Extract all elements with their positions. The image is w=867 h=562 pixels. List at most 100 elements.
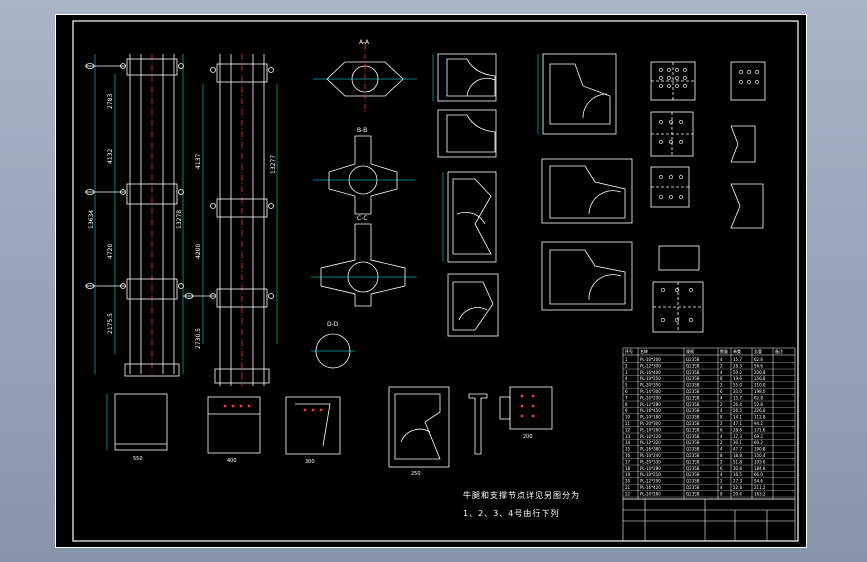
section-label-c: C-C: [357, 215, 368, 222]
bom-cell: 13: [625, 434, 631, 439]
bom-cell: 50.2: [733, 370, 742, 375]
bom-cell: 54.6: [754, 479, 763, 484]
title-block: [622, 498, 796, 542]
bom-cell: 8: [625, 402, 628, 407]
bom-cell: 69.2: [754, 434, 763, 439]
bom-cell: 17: [625, 459, 631, 464]
bolt-holes-grid: [659, 68, 759, 322]
bom-cell: 19.6: [733, 376, 742, 381]
dim-left-4: 4720: [107, 244, 114, 259]
section-label-b: B-B: [357, 127, 367, 134]
bom-cell: 2: [720, 440, 723, 445]
dim-left-2: 4132: [107, 149, 114, 164]
bom-cell: 51.8: [733, 459, 742, 464]
bom-cell: 16: [625, 453, 631, 458]
bom-cell: Q235B: [686, 440, 700, 445]
bom-cell: 16.5: [733, 472, 742, 477]
bom-cell: PL-20*300: [640, 421, 661, 426]
bom-cell: Q235B: [686, 485, 700, 490]
bom-cell: 4: [720, 408, 723, 413]
bom-cell: 211.2: [754, 485, 766, 490]
bom-cell: 156.8: [754, 376, 766, 381]
bom-cell: PL-16*400: [640, 370, 661, 375]
bom-cell: PL-12*290: [640, 479, 661, 484]
bom-cell: 4: [720, 434, 723, 439]
bom-cell: 18.8: [733, 453, 742, 458]
bom-cell: Q235B: [686, 415, 700, 420]
bom-cell: 19: [625, 472, 631, 477]
bom-cell: Q235B: [686, 363, 700, 368]
dim-left-1: 2783: [107, 94, 114, 109]
bom-cell: Q235B: [686, 427, 700, 432]
bom-cell: Q235B: [686, 402, 700, 407]
bom-cell: Q235B: [686, 453, 700, 458]
bom-cell: 103.6: [754, 459, 766, 464]
bom-cell: PL-20*330: [640, 459, 661, 464]
bom-cell: 4: [720, 447, 723, 452]
dim-right-1: 4137: [195, 154, 202, 169]
detail-dim-1: 550: [133, 456, 143, 462]
bom-header-cell: 总重: [754, 348, 762, 354]
bom-cell: 66.0: [754, 472, 763, 477]
section-label-a: A-A: [359, 39, 370, 46]
bom-cell: PL-14*280: [640, 466, 661, 471]
dim-right-total: 13277: [270, 155, 277, 174]
bom-cell: Q235B: [686, 447, 700, 452]
bom-cell: 33.0: [733, 389, 742, 394]
bom-cell: 26.4: [733, 402, 742, 407]
bom-cell: 226.0: [754, 408, 766, 413]
bom-cell: 2: [720, 421, 723, 426]
bom-cell: PL-16*380: [640, 447, 661, 452]
bom-cell: 8: [720, 453, 723, 458]
bom-cell: 1: [625, 357, 628, 362]
bottom-details: [106, 386, 553, 468]
bom-cell: Q235B: [686, 491, 700, 496]
bom-cell: Q235B: [686, 472, 700, 477]
bom-cell: PL-10*200: [640, 357, 661, 362]
bom-cell: 2: [625, 363, 628, 368]
bom-cell: 4: [720, 370, 723, 375]
bom-cell: 2: [720, 383, 723, 388]
bom-cell: 27.3: [733, 479, 742, 484]
bom-cell: PL-10*240: [640, 453, 661, 458]
detail-dim-5: 200: [523, 434, 533, 440]
bom-cell: 14: [625, 440, 631, 445]
bom-cell: PL-10*180: [640, 415, 661, 420]
drawing-sheet: 2783 4132 13634 4720 2175.5 13278 4137 4…: [55, 14, 807, 548]
bom-header-cell: 单重: [733, 348, 741, 354]
bom-cell: 21: [625, 485, 631, 490]
bom-cell: 6: [720, 389, 723, 394]
bom-cell: 4: [625, 376, 628, 381]
bom-cell: 15: [625, 447, 631, 452]
bom-cell: PL-10*210: [640, 472, 661, 477]
dim-right-2: 4200: [195, 244, 202, 259]
bom-cell: 60.2: [754, 440, 763, 445]
detail-dim-4: 250: [411, 471, 421, 477]
bom-cell: 4: [720, 395, 723, 400]
bom-cell: 198.0: [754, 389, 766, 394]
gusset-details-col1: [432, 53, 499, 337]
cad-viewport[interactable]: 2783 4132 13634 4720 2175.5 13278 4137 4…: [55, 14, 807, 548]
bom-cell: 8: [720, 415, 723, 420]
bom-cell: 2: [720, 363, 723, 368]
bom-cell: 11: [625, 421, 631, 426]
bom-cell: PL-14*300: [640, 389, 661, 394]
bom-cell: 17.3: [733, 434, 742, 439]
bom-cell: 55.0: [733, 383, 742, 388]
bom-cell: 18: [625, 466, 631, 471]
bom-cell: 8: [720, 376, 723, 381]
bom-cell: 10: [625, 415, 631, 420]
bom-header-cell: 数量: [720, 348, 728, 354]
bom-cell: Q235B: [686, 395, 700, 400]
bom-cell: 12: [625, 427, 631, 432]
bom-cell: Q235B: [686, 357, 700, 362]
bom-cell: 163.2: [754, 491, 766, 496]
bom-cell: 47.1: [733, 421, 742, 426]
bom-cell: 30.8: [733, 466, 742, 471]
bom-cell: PL-10*250: [640, 376, 661, 381]
bom-cell: 9: [625, 408, 628, 413]
bom-cell: 2: [720, 479, 723, 484]
bom-cell: PL-10*200: [640, 395, 661, 400]
bom-header-cell: 名称: [640, 348, 648, 354]
bom-cell: Q235B: [686, 389, 700, 394]
